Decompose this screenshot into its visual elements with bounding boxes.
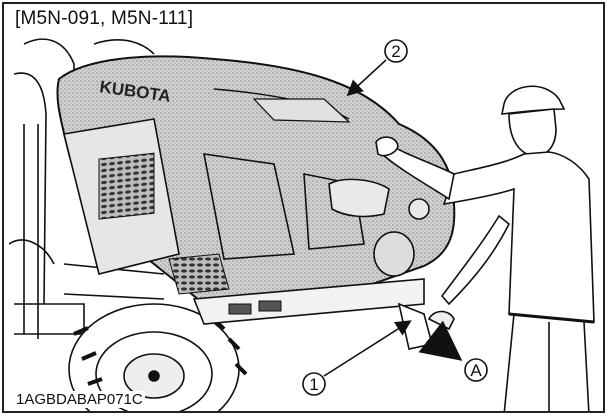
callout-2-label: 2 bbox=[391, 42, 400, 61]
callout-A: A bbox=[464, 358, 488, 382]
callout-1-leader bbox=[323, 320, 412, 377]
model-label: [M5N-091, M5N-111] bbox=[12, 8, 197, 30]
hood-latch-lever bbox=[397, 302, 455, 350]
operator-figure bbox=[375, 85, 595, 411]
figure-frame: KUBOTA bbox=[2, 2, 605, 413]
tractor-hood-illustration: KUBOTA bbox=[8, 38, 595, 411]
callout-A-label: A bbox=[470, 361, 482, 380]
direction-arrow bbox=[418, 320, 463, 361]
figure-code: 1AGBDABAP071C bbox=[14, 391, 145, 408]
tractor-frame bbox=[8, 38, 165, 339]
callout-2: 2 bbox=[384, 39, 408, 63]
engine-hood bbox=[56, 55, 456, 325]
callout-1-label: 1 bbox=[309, 375, 318, 394]
callout-2-leader bbox=[346, 59, 387, 97]
callout-1: 1 bbox=[302, 372, 326, 396]
